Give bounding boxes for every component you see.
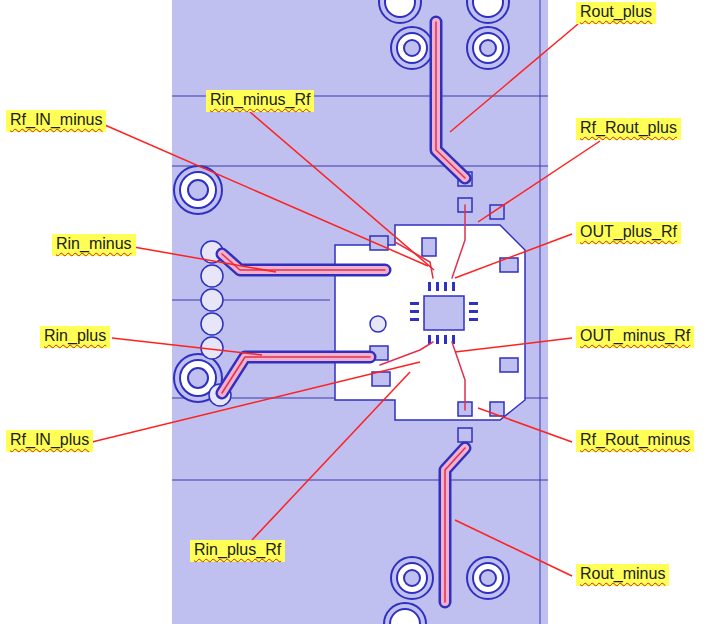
chip	[410, 282, 478, 344]
signal-name: Rin_minus_Rf	[210, 91, 310, 108]
leader-lines	[92, 24, 600, 576]
board-area	[172, 0, 548, 624]
callout-label: Rin_minus	[52, 234, 136, 256]
signal-name: Rout_minus	[580, 565, 665, 582]
callout-label: OUT_plus_Rf	[576, 222, 681, 244]
connector-pads	[201, 241, 386, 406]
callout-label: Rf_Rout_plus	[576, 118, 681, 140]
signal-name: Rf_Rout_plus	[580, 119, 677, 136]
signal-name: Rout_plus	[580, 3, 652, 20]
signal-name: OUT_plus_Rf	[580, 223, 677, 240]
callout-label: Rout_minus	[576, 564, 669, 586]
callout-label: Rin_plus_Rf	[190, 540, 285, 562]
plane-lines	[172, 0, 548, 624]
signal-name: Rf_IN_plus	[10, 431, 89, 448]
callout-label: Rf_IN_plus	[6, 430, 93, 452]
signal-name: Rf_IN_minus	[10, 111, 102, 128]
cutout-area	[335, 225, 525, 420]
signal-name: Rin_minus	[56, 235, 132, 252]
callout-label: Rin_plus	[40, 326, 110, 348]
callout-label: Rf_IN_minus	[6, 110, 106, 132]
vias	[174, 0, 509, 624]
signal-name: Rin_plus	[44, 327, 106, 344]
callout-label: OUT_minus_Rf	[576, 326, 694, 348]
signal-name: OUT_minus_Rf	[580, 327, 690, 344]
signal-name: Rin_plus_Rf	[194, 541, 281, 558]
callout-label: Rout_plus	[576, 2, 656, 24]
callout-label: Rf_Rout_minus	[576, 430, 694, 452]
signal-name: Rf_Rout_minus	[580, 431, 690, 448]
component-pads	[370, 172, 518, 442]
callout-label: Rin_minus_Rf	[206, 90, 314, 112]
